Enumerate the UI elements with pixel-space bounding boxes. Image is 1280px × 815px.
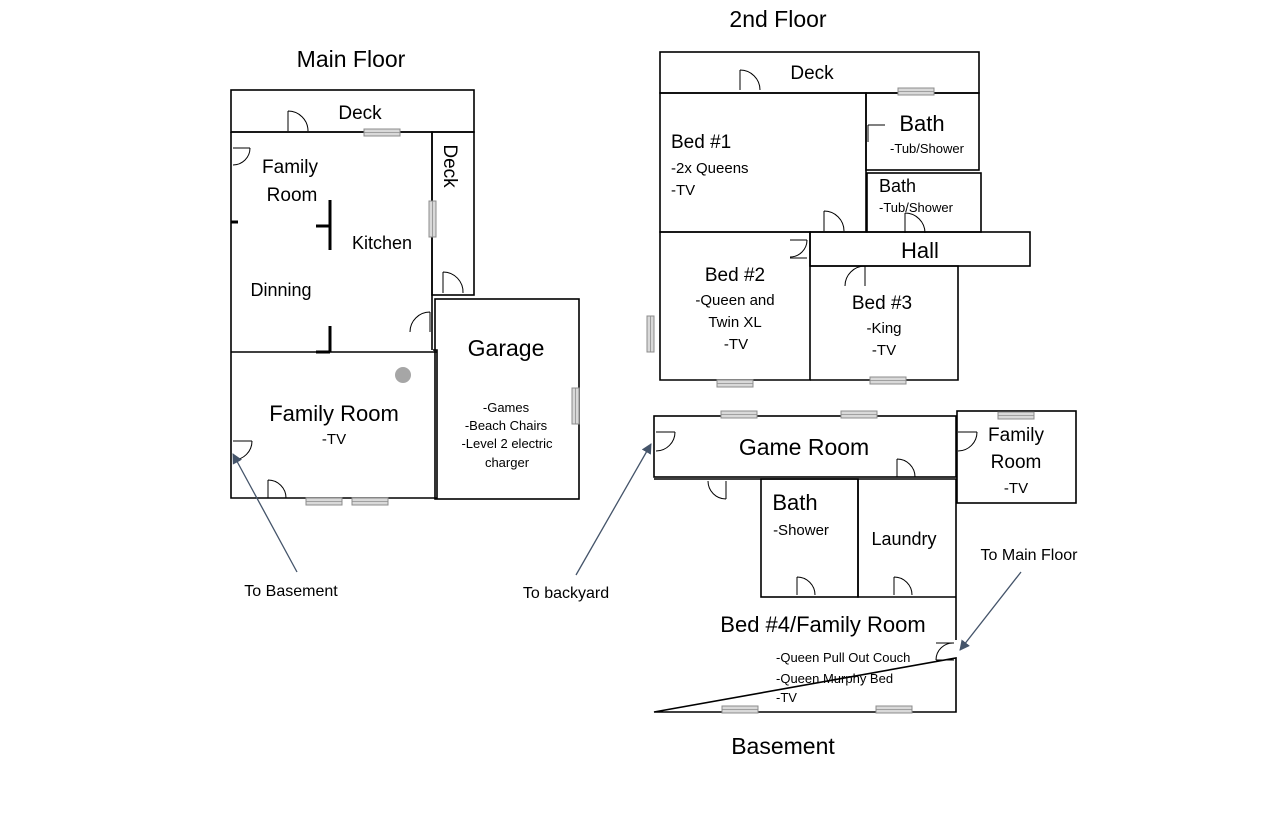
- bed4-label: Bed #4/Family Room: [720, 612, 925, 637]
- bed4-item: -Queen Pull Out Couch: [776, 650, 910, 665]
- bed1-item: -TV: [671, 182, 695, 199]
- window-icon: [351, 497, 389, 506]
- bed2-label: Bed #2: [705, 265, 765, 286]
- game-room-outline: [653, 415, 957, 478]
- basement-bath-note: -Shower: [773, 522, 829, 539]
- bed3-item: -TV: [872, 342, 896, 359]
- bed2-item: -Queen and: [695, 292, 774, 309]
- hall-label: Hall: [901, 238, 939, 263]
- bed1-item: -2x Queens: [671, 160, 749, 177]
- laundry-label: Laundry: [871, 529, 936, 549]
- window-icon: [363, 128, 401, 137]
- bed4-item: -Queen Murphy Bed: [776, 671, 893, 686]
- door-icon: [655, 431, 676, 452]
- window-icon: [869, 376, 907, 385]
- door-icon: [409, 311, 431, 333]
- family-room-lower-tv: -TV: [322, 431, 346, 448]
- door-icon: [789, 239, 808, 259]
- main-deck-top-label: Deck: [338, 103, 382, 124]
- window-icon: [897, 87, 935, 96]
- basement-family-room-outline: [956, 410, 1077, 504]
- door-icon: [935, 642, 955, 661]
- garage-item: -Beach Chairs: [465, 418, 548, 433]
- door-icon: [287, 110, 309, 132]
- laundry-outline: [857, 479, 956, 598]
- bed4-outline: [653, 478, 957, 713]
- window-icon: [840, 410, 878, 419]
- bed2-item: Twin XL: [708, 314, 761, 331]
- window-icon: [875, 705, 913, 714]
- to-main-floor-label: To Main Floor: [981, 547, 1079, 564]
- kitchen-label: Kitchen: [352, 233, 412, 253]
- second-floor-plan: 2nd Floor Deck Bed #1 -2x Queens -TV Bat: [646, 6, 1031, 388]
- bath2-label: Bath: [879, 176, 916, 196]
- door-icon: [739, 69, 761, 91]
- window-icon: [646, 315, 655, 353]
- main-deck-side-label: Deck: [439, 144, 460, 188]
- bath2-note: -Tub/Shower: [879, 200, 954, 215]
- window-icon: [997, 411, 1035, 420]
- door-icon: [844, 265, 866, 287]
- window-icon: [720, 410, 758, 419]
- garage-item: charger: [485, 455, 530, 470]
- arrow-icon: [959, 571, 1022, 651]
- arrow-icon: [575, 443, 652, 576]
- family-room-lower-label: Family Room: [269, 401, 399, 426]
- bath1-note: -Tub/Shower: [890, 141, 965, 156]
- family-room-upper-label-2: Room: [267, 185, 318, 206]
- garage-item: -Level 2 electric: [461, 436, 553, 451]
- bath1-label: Bath: [899, 111, 944, 136]
- bed4-item: -TV: [776, 690, 797, 705]
- window-icon: [721, 705, 759, 714]
- dinning-label: Dinning: [250, 280, 311, 300]
- basement-bath-label: Bath: [772, 490, 817, 515]
- door-icon: [957, 431, 978, 452]
- garage-item: -Games: [483, 400, 530, 415]
- family-room-upper-label-1: Family: [262, 157, 318, 178]
- game-room-label: Game Room: [739, 434, 869, 460]
- door-icon: [896, 458, 916, 478]
- bed3-label: Bed #3: [852, 293, 912, 314]
- window-icon: [428, 200, 437, 238]
- charger-icon: [395, 367, 411, 383]
- door-icon: [442, 271, 464, 294]
- door-icon: [232, 440, 253, 461]
- second-floor-title: 2nd Floor: [729, 6, 827, 32]
- door-icon: [893, 576, 913, 596]
- door-icon: [232, 147, 251, 166]
- door-icon: [707, 480, 727, 500]
- garage-label: Garage: [468, 335, 545, 361]
- door-icon: [796, 576, 816, 596]
- bed2-item: -TV: [724, 336, 748, 353]
- to-basement-label: To Basement: [244, 583, 338, 600]
- window-icon: [571, 387, 580, 425]
- basement-family-room-tv: -TV: [1004, 480, 1028, 497]
- basement-plan: Basement Game Room Family Room -TV Bath …: [523, 410, 1079, 759]
- bed3-item: -King: [866, 320, 901, 337]
- door-icon: [904, 212, 926, 234]
- door-icon: [867, 124, 885, 142]
- basement-family-room-label-1: Family: [988, 425, 1044, 446]
- basement-title: Basement: [731, 733, 835, 759]
- main-floor-title: Main Floor: [297, 46, 406, 72]
- basement-family-room-label-2: Room: [991, 452, 1042, 473]
- main-floor-plan: Main Floor Deck Deck Fami: [230, 46, 580, 600]
- bed1-label: Bed #1: [671, 132, 731, 153]
- arrow-icon: [232, 453, 298, 573]
- window-icon: [716, 379, 754, 388]
- to-backyard-label: To backyard: [523, 585, 609, 602]
- door-icon: [823, 210, 845, 232]
- door-icon: [267, 479, 287, 499]
- second-deck-label: Deck: [790, 63, 834, 84]
- window-icon: [305, 497, 343, 506]
